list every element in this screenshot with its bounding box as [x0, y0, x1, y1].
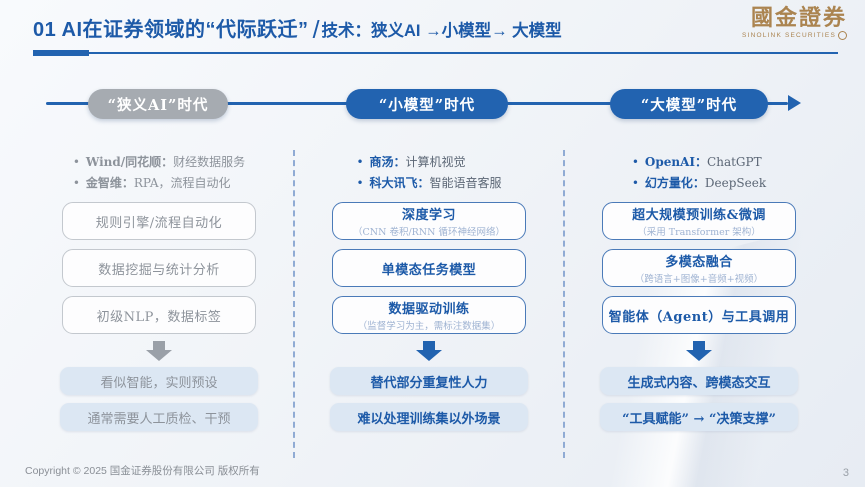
copyright-text: Copyright © 2025 国金证券股份有限公司 版权所有	[25, 465, 260, 477]
era-columns: Wind/同花顺：财经数据服务 金智维：RPA，流程自动化 规则引擎/流程自动化…	[25, 142, 833, 460]
example-list: 商汤：计算机视觉 科大讯飞：智能语音客服	[356, 142, 501, 202]
title-main: 01 AI在证券领域的“代际跃迁”	[33, 19, 309, 41]
capability-box: 单模态任务模型	[332, 249, 526, 287]
capability-title: 深度学习	[401, 208, 456, 223]
capability-title: 超大规模预训练&微调	[632, 208, 766, 223]
capability-box: 多模态融合 （跨语言+图像+音频+视频）	[602, 249, 796, 287]
bullet-text: RPA，流程自动化	[133, 176, 231, 190]
capability-box: 规则引擎/流程自动化	[62, 202, 256, 240]
capability-title: 初级NLP，数据标签	[96, 309, 222, 325]
logo-brand-en: Sinolink Securities	[742, 31, 847, 41]
capability-box: 深度学习 （CNN 卷积/RNN 循环神经网络）	[332, 202, 526, 240]
bullet-text: 智能语音客服	[429, 176, 502, 190]
capability-box: 数据驱动训练 （监督学习为主，需标注数据集）	[332, 296, 526, 334]
arrow-wrap	[416, 337, 442, 365]
company-logo: 國金證券 Sinolink Securities	[742, 5, 847, 41]
list-item: OpenAI：ChatGPT	[632, 152, 766, 173]
bullet-head: 幻方量化：	[644, 176, 705, 190]
result-boxes: 替代部分重复性人力 难以处理训练集以外场景	[330, 367, 528, 431]
result-box: 替代部分重复性人力	[330, 367, 528, 395]
result-box: 看似智能，实则预设	[60, 367, 258, 395]
bullet-text: 财经数据服务	[173, 155, 246, 169]
title-sub: 技术：狭义AI →小模型→ 大模型	[321, 22, 562, 40]
bullet-text: ChatGPT	[707, 155, 762, 169]
title-underline	[33, 50, 838, 56]
arrow-wrap	[686, 337, 712, 365]
bullet-head: OpenAI：	[644, 155, 708, 169]
result-box: 生成式内容、跨模态交互	[600, 367, 798, 395]
bullet-text: 计算机视觉	[405, 155, 466, 169]
list-item: 商汤：计算机视觉	[356, 152, 501, 173]
era-pill-narrow-ai: “狭义AI”时代	[88, 89, 228, 119]
era-pill-small-model: “小模型”时代	[346, 89, 508, 119]
capability-subtitle: （监督学习为主，需标注数据集）	[357, 321, 501, 332]
example-list: OpenAI：ChatGPT 幻方量化：DeepSeek	[632, 142, 766, 202]
capability-title: 数据挖掘与统计分析	[98, 262, 220, 278]
bullet-head: 金智维：	[85, 176, 134, 190]
page-number: 3	[842, 467, 849, 479]
era-pill-large-model: “大模型”时代	[610, 89, 768, 119]
capability-boxes: 深度学习 （CNN 卷积/RNN 循环神经网络） 单模态任务模型 数据驱动训练 …	[332, 202, 526, 334]
capability-title: 规则引擎/流程自动化	[95, 215, 223, 231]
bullet-head: Wind/同花顺：	[85, 155, 174, 169]
bullet-head: 科大讯飞：	[369, 176, 430, 190]
down-arrow-icon	[686, 341, 712, 361]
result-boxes: 看似智能，实则预设 通常需要人工质检、干预	[60, 367, 258, 431]
list-item: Wind/同花顺：财经数据服务	[73, 152, 245, 173]
capability-box: 超大规模预训练&微调 （采用 Transformer 架构）	[602, 202, 796, 240]
result-box: 通常需要人工质检、干预	[60, 403, 258, 431]
list-item: 科大讯飞：智能语音客服	[356, 173, 501, 194]
timeline-arrow-icon	[788, 95, 801, 111]
capability-title: 多模态融合	[665, 255, 733, 270]
result-box: 难以处理训练集以外场景	[330, 403, 528, 431]
capability-title: 数据驱动训练	[388, 302, 470, 317]
column-large-model: OpenAI：ChatGPT 幻方量化：DeepSeek 超大规模预训练&微调 …	[565, 142, 833, 460]
capability-subtitle: （跨语言+图像+音频+视频）	[634, 274, 764, 285]
result-boxes: 生成式内容、跨模态交互 “工具赋能” → “决策支撑”	[600, 367, 798, 431]
bullet-text: DeepSeek	[704, 176, 767, 190]
capability-box: 初级NLP，数据标签	[62, 296, 256, 334]
arrow-wrap	[146, 337, 172, 365]
bullet-head: 商汤：	[369, 155, 406, 169]
logo-seal-icon	[838, 31, 847, 41]
down-arrow-icon	[416, 341, 442, 361]
list-item: 金智维：RPA，流程自动化	[73, 173, 245, 194]
down-arrow-icon	[146, 341, 172, 361]
capability-subtitle: （采用 Transformer 架构）	[637, 227, 761, 238]
capability-subtitle: （CNN 卷积/RNN 循环神经网络）	[353, 227, 505, 238]
logo-brand-text: 國金證券	[750, 5, 847, 31]
column-divider	[293, 150, 295, 458]
capability-boxes: 规则引擎/流程自动化 数据挖掘与统计分析 初级NLP，数据标签	[62, 202, 256, 334]
capability-box: 数据挖掘与统计分析	[62, 249, 256, 287]
capability-box: 智能体（Agent）与工具调用	[602, 296, 796, 334]
era-timeline: “狭义AI”时代 “小模型”时代 “大模型”时代	[46, 89, 808, 119]
capability-title: 单模态任务模型	[381, 262, 477, 278]
example-list: Wind/同花顺：财经数据服务 金智维：RPA，流程自动化	[73, 142, 245, 202]
column-small-model: 商汤：计算机视觉 科大讯飞：智能语音客服 深度学习 （CNN 卷积/RNN 循环…	[295, 142, 563, 460]
column-narrow-ai: Wind/同花顺：财经数据服务 金智维：RPA，流程自动化 规则引擎/流程自动化…	[25, 142, 293, 460]
column-divider	[563, 150, 565, 458]
result-box: “工具赋能” → “决策支撑”	[600, 403, 798, 431]
title-slash: /	[312, 16, 320, 44]
capability-boxes: 超大规模预训练&微调 （采用 Transformer 架构） 多模态融合 （跨语…	[602, 202, 796, 334]
list-item: 幻方量化：DeepSeek	[632, 173, 766, 194]
page-title: 01 AI在证券领域的“代际跃迁”/技术：狭义AI →小模型→ 大模型	[33, 13, 562, 45]
capability-title: 智能体（Agent）与工具调用	[608, 309, 790, 325]
